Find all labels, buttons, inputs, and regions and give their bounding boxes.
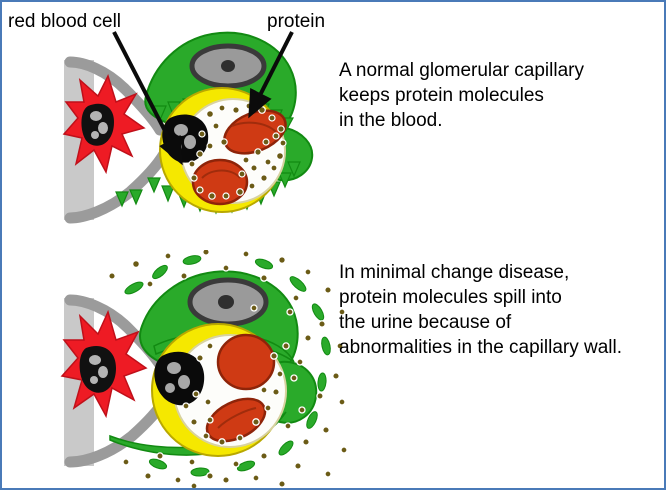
protein-molecules-inside-lumen: [188, 102, 287, 200]
normal-capillary-illustration: [62, 31, 314, 224]
detached-epithelial-fragments: [124, 255, 331, 477]
red-blood-cell-label: red blood cell: [8, 11, 122, 32]
mesangial-nucleus: [79, 346, 116, 393]
minimal-change-disease-caption: In minimal change disease, protein molec…: [339, 262, 623, 358]
red-blood-cell-lower: [191, 158, 249, 206]
normal-capillary-caption: A normal glomerular capillary keeps prot…: [339, 60, 584, 131]
protein-molecules-spilled: [108, 250, 348, 488]
podocyte-nucleolus: [218, 295, 234, 309]
minimal-change-capillary-illustration: [60, 250, 348, 488]
endothelial-nucleus: [165, 362, 190, 393]
rbc-lower-shade: [217, 407, 257, 429]
protein-label: protein: [267, 11, 326, 32]
rbc-lower-shade: [201, 169, 241, 179]
mesangial-nucleus: [81, 103, 114, 146]
rbc-upper-shade: [231, 121, 277, 133]
mesangial-chromatin: [90, 111, 108, 139]
mesangial-chromatin: [89, 355, 108, 384]
capillary-wall-lower: [64, 148, 170, 224]
podocyte-nucleolus: [221, 60, 235, 72]
red-blood-cell-upper: [216, 333, 276, 391]
